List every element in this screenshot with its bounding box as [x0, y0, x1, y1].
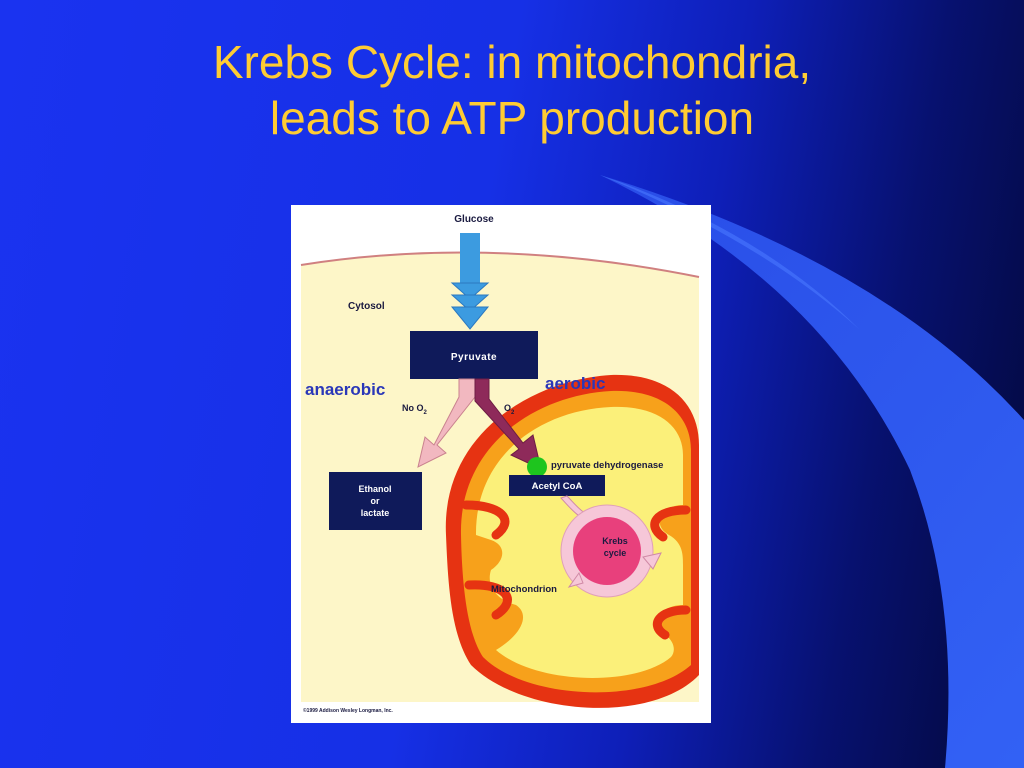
ethanol-label: Ethanol: [359, 484, 392, 494]
cytosol-label: Cytosol: [348, 301, 385, 312]
acetyl-coa-label: Acetyl CoA: [532, 481, 583, 492]
ethanol-lactate-box: [329, 472, 422, 530]
lactate-label: lactate: [361, 508, 390, 518]
crista: [650, 505, 691, 542]
diagram-canvas: Glucose Cytosol Pyruvate anaerobic aerob…: [300, 214, 700, 714]
copyright-notice: ©1999 Addison Wesley Longman, Inc.: [303, 707, 393, 714]
aerobic-label: aerobic: [545, 374, 605, 393]
pyruvate-fate-diagram: Glucose Cytosol Pyruvate anaerobic aerob…: [291, 205, 711, 723]
acetyl-coa-box: [509, 475, 605, 496]
crista: [653, 605, 691, 640]
krebs-label: Krebs: [602, 536, 628, 546]
crista: [464, 580, 512, 620]
no-oxygen-label: No O2: [402, 403, 428, 416]
aerobic-arrow: [474, 378, 542, 470]
oxygen-label: O2: [504, 403, 515, 416]
pyruvate-dehydrogenase-label: pyruvate dehydrogenase: [551, 460, 663, 471]
pyruvate-label: Pyruvate: [451, 352, 497, 363]
pyruvate-box: [410, 331, 538, 379]
glucose-label: Glucose: [454, 214, 494, 225]
glucose-arrow: [450, 233, 490, 330]
anaerobic-label: anaerobic: [305, 380, 385, 399]
slide-title: Krebs Cycle: in mitochondria, leads to A…: [0, 34, 1024, 146]
cycle-label: cycle: [604, 548, 627, 558]
title-line-2: leads to ATP production: [269, 92, 755, 144]
mitochondrion-label: Mitochondrion: [491, 584, 557, 595]
title-line-1: Krebs Cycle: in mitochondria,: [212, 36, 812, 88]
pyruvate-dehydrogenase-marker: [527, 457, 547, 477]
or-label: or: [371, 496, 380, 506]
cell-membrane: [300, 251, 700, 278]
crista: [461, 500, 510, 540]
krebs-cycle: [560, 504, 662, 598]
